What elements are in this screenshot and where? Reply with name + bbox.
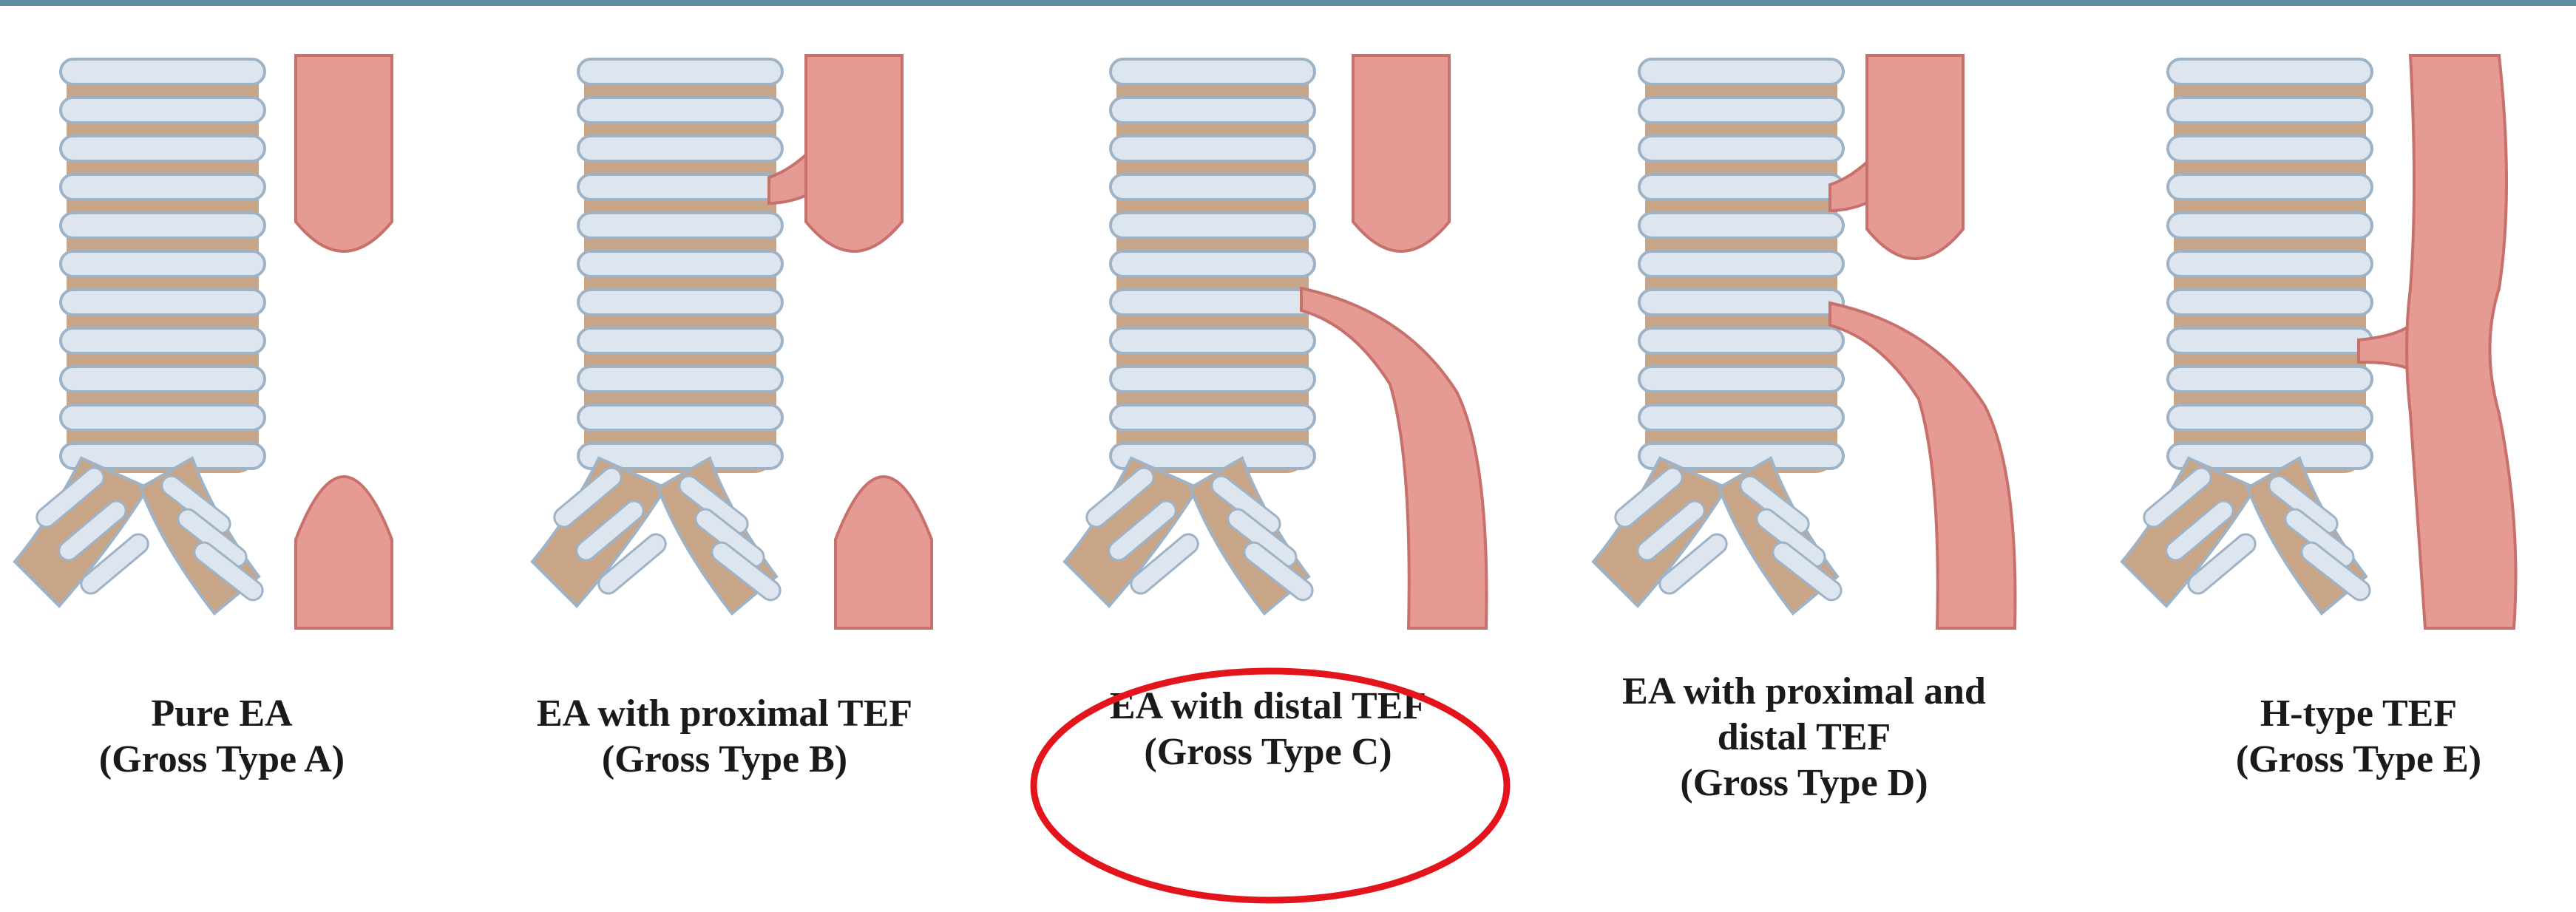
cartilage-ring — [61, 136, 265, 161]
cartilage-ring — [61, 405, 265, 430]
trachea — [532, 59, 784, 613]
caption-type-e: H-type TEF (Gross Type E) — [2129, 691, 2576, 783]
cartilage-ring — [2168, 290, 2372, 315]
cartilage-ring — [2168, 328, 2372, 353]
cartilage-ring — [1111, 174, 1315, 200]
cartilage-ring — [578, 174, 782, 200]
cartilage-ring — [2168, 136, 2372, 161]
illustration-type-a — [7, 44, 466, 665]
trachea — [15, 59, 266, 613]
distal-fistula-esophagus — [1301, 288, 1487, 628]
caption-type-a: Pure EA (Gross Type A) — [0, 691, 451, 783]
trachea — [2122, 59, 2373, 613]
cartilage-ring — [2168, 405, 2372, 430]
cartilage-ring — [1111, 290, 1315, 315]
illustration-type-d — [1586, 44, 2044, 665]
caption-type-b: EA with proximal TEF (Gross Type B) — [495, 691, 954, 783]
cartilage-ring — [1639, 405, 1843, 430]
type-c-drawing — [1057, 44, 1516, 665]
cartilage-ring — [61, 251, 265, 276]
caption-line-2: (Gross Type C) — [1039, 729, 1497, 775]
esophagus-upper-pouch — [296, 55, 392, 251]
cartilage-ring — [1111, 136, 1315, 161]
cartilage-ring — [1111, 59, 1315, 84]
cartilage-ring — [2168, 98, 2372, 123]
cartilage-ring — [1111, 328, 1315, 353]
type-e-drawing — [2115, 44, 2573, 665]
cartilage-ring — [1111, 98, 1315, 123]
cartilage-ring — [1111, 367, 1315, 392]
esophagus-upper-pouch — [1353, 55, 1449, 251]
illustration-type-e — [2115, 44, 2573, 665]
caption-line-1: EA with distal TEF — [1039, 684, 1497, 729]
cartilage-ring — [1639, 174, 1843, 200]
cartilage-ring — [1111, 213, 1315, 238]
cartilage-ring — [1639, 290, 1843, 315]
esophagus-lower-segment — [296, 477, 392, 628]
cartilage-ring — [1639, 59, 1843, 84]
cartilage-ring — [61, 367, 265, 392]
cartilage-ring — [1639, 136, 1843, 161]
cartilage-ring — [61, 328, 265, 353]
cartilage-ring — [578, 98, 782, 123]
caption-line-1: EA with proximal TEF — [495, 691, 954, 737]
cartilage-ring — [61, 98, 265, 123]
cartilage-ring — [2168, 213, 2372, 238]
caption-line-2: (Gross Type E) — [2129, 737, 2576, 783]
cartilage-ring — [578, 59, 782, 84]
cartilage-ring — [61, 213, 265, 238]
cartilage-ring — [2168, 251, 2372, 276]
cartilage-ring — [578, 405, 782, 430]
caption-line-2: distal TEF — [1575, 715, 2033, 760]
trachea — [1593, 59, 1845, 613]
caption-type-c: EA with distal TEF (Gross Type C) — [1039, 684, 1497, 775]
top-border-bar — [0, 0, 2576, 6]
cartilage-ring — [578, 367, 782, 392]
distal-fistula-esophagus — [1830, 303, 2016, 628]
caption-line-1: EA with proximal and — [1575, 669, 2033, 715]
type-a-drawing — [7, 44, 466, 665]
cartilage-ring — [61, 290, 265, 315]
illustration-type-c — [1057, 44, 1516, 665]
cartilage-ring — [578, 290, 782, 315]
cartilage-ring — [61, 59, 265, 84]
cartilage-ring — [1639, 251, 1843, 276]
trachea — [1065, 59, 1316, 613]
cartilage-ring — [578, 136, 782, 161]
esophagus-upper-pouch — [1867, 55, 1963, 259]
caption-line-2: (Gross Type B) — [495, 737, 954, 783]
caption-line-2: (Gross Type A) — [0, 737, 451, 783]
esophagus-continuous — [2407, 55, 2516, 628]
cartilage-ring — [1639, 328, 1843, 353]
esophagus-lower-segment — [835, 477, 932, 628]
type-b-drawing — [525, 44, 983, 665]
cartilage-ring — [1111, 251, 1315, 276]
type-d-drawing — [1586, 44, 2044, 665]
caption-line-1: Pure EA — [0, 691, 451, 737]
cartilage-ring — [2168, 174, 2372, 200]
caption-line-3: (Gross Type D) — [1575, 760, 2033, 806]
caption-line-1: H-type TEF — [2129, 691, 2576, 737]
cartilage-ring — [61, 174, 265, 200]
caption-type-d: EA with proximal and distal TEF (Gross T… — [1575, 669, 2033, 806]
cartilage-ring — [2168, 367, 2372, 392]
cartilage-ring — [1639, 98, 1843, 123]
cartilage-ring — [1639, 213, 1843, 238]
cartilage-ring — [1639, 367, 1843, 392]
esophagus-upper-pouch — [806, 55, 902, 251]
cartilage-ring — [1111, 405, 1315, 430]
illustration-type-b — [525, 44, 983, 665]
cartilage-ring — [578, 328, 782, 353]
cartilage-ring — [578, 213, 782, 238]
cartilage-ring — [578, 251, 782, 276]
cartilage-ring — [2168, 59, 2372, 84]
